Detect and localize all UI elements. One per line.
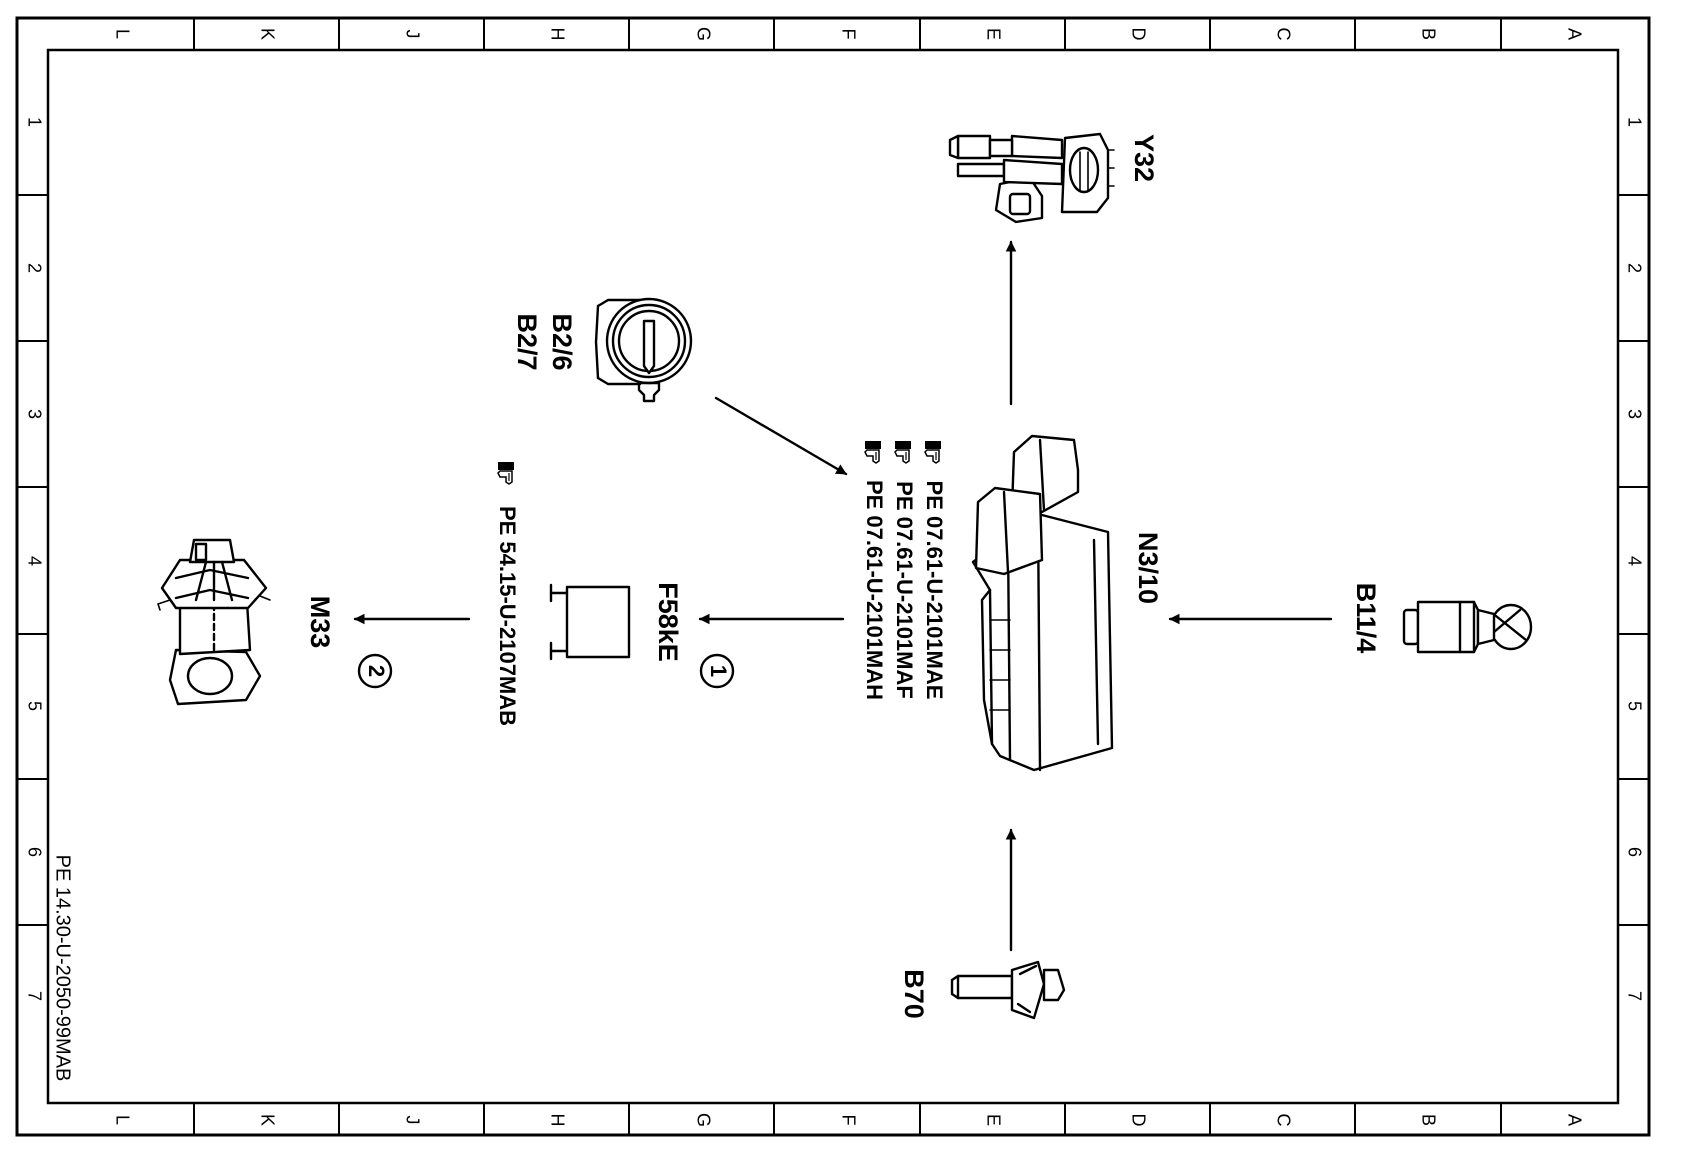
callout-1-label: 1 bbox=[706, 665, 731, 677]
col-label: B bbox=[1418, 1114, 1438, 1126]
b70-label: B70 bbox=[899, 969, 929, 1019]
air-pump-icon bbox=[157, 538, 271, 706]
n3-10-control-unit-component: N3/10 bbox=[971, 434, 1163, 772]
column-labels-bottom: L K J H G F E D C B A bbox=[112, 1113, 1584, 1127]
col-label: G bbox=[693, 1113, 713, 1127]
pointing-hand-icon bbox=[894, 440, 912, 464]
col-label: C bbox=[1273, 1114, 1293, 1127]
col-label: A bbox=[1564, 1114, 1584, 1126]
y32-icon bbox=[948, 132, 1115, 224]
border-grid-ticks bbox=[17, 18, 1649, 1135]
callout-2-circle bbox=[357, 653, 393, 689]
col-label: L bbox=[112, 29, 132, 39]
row-label: 2 bbox=[1624, 263, 1644, 273]
col-label: K bbox=[257, 28, 277, 40]
column-labels-top: L K J H G F E D C B A bbox=[112, 27, 1584, 41]
b2-6-label: B2/6 bbox=[547, 313, 577, 370]
m33-reference-text: PE 54.15-U-2107MAB bbox=[495, 506, 520, 726]
n3-10-reference-mae: PE 07.61-U-2101MAE bbox=[922, 481, 947, 700]
b2-sensor-icon bbox=[594, 297, 693, 403]
pointing-hand-icon bbox=[924, 440, 942, 464]
n3-10-label: N3/10 bbox=[1133, 532, 1163, 604]
row-label: 2 bbox=[24, 263, 44, 273]
b2-sensor-component: B2/6 B2/7 bbox=[512, 297, 693, 403]
signal-arrows bbox=[353, 240, 1333, 952]
b2-7-label: B2/7 bbox=[512, 313, 542, 370]
col-label: L bbox=[112, 1115, 132, 1125]
col-label: B bbox=[1418, 28, 1438, 40]
col-label: F bbox=[838, 1115, 858, 1126]
drawing-number: PE 14.30-U-2050-99MAB bbox=[52, 855, 74, 1082]
b11-4-sensor-icon bbox=[1402, 600, 1533, 654]
n3-10-references: PE 07.61-U-2101MAE PE 07.61-U-2101MAF PE… bbox=[862, 440, 947, 700]
f58ke-label: F58kE bbox=[653, 582, 683, 662]
b70-sensor-component: B70 bbox=[899, 960, 1066, 1020]
row-label: 1 bbox=[1624, 117, 1644, 127]
row-label: 3 bbox=[1624, 409, 1644, 419]
pointing-hand-icon bbox=[497, 461, 515, 485]
m33-pump-component: M33 2 bbox=[157, 538, 393, 706]
col-label: C bbox=[1273, 28, 1293, 41]
pointing-hand-icon bbox=[864, 440, 882, 464]
col-label: G bbox=[693, 27, 713, 41]
b70-sensor-icon bbox=[950, 960, 1066, 1020]
f58ke-relay-component: F58kE 1 bbox=[549, 582, 735, 689]
col-label: J bbox=[402, 30, 422, 39]
n3-10-reference-mah: PE 07.61-U-2101MAH bbox=[862, 480, 887, 700]
col-label: H bbox=[547, 28, 567, 41]
row-label: 7 bbox=[1624, 991, 1644, 1001]
callout-1-circle bbox=[699, 653, 735, 689]
col-label: D bbox=[1128, 28, 1148, 41]
m33-label: M33 bbox=[305, 596, 335, 649]
row-label: 1 bbox=[24, 117, 44, 127]
col-label: H bbox=[547, 1114, 567, 1127]
row-label: 3 bbox=[24, 409, 44, 419]
n3-10-reference-maf: PE 07.61-U-2101MAF bbox=[892, 481, 917, 699]
row-labels-left: 1 2 3 4 5 6 7 bbox=[24, 117, 44, 1001]
row-label: 5 bbox=[1624, 701, 1644, 711]
callout-2-label: 2 bbox=[364, 665, 389, 677]
m33-reference: PE 54.15-U-2107MAB bbox=[495, 461, 520, 726]
row-label: 6 bbox=[24, 847, 44, 857]
row-label: 6 bbox=[1624, 847, 1644, 857]
col-label: E bbox=[983, 1114, 1003, 1126]
drawing-frame bbox=[15, 16, 1651, 1137]
row-label: 7 bbox=[24, 991, 44, 1001]
b11-4-label: B11/4 bbox=[1351, 583, 1381, 654]
row-label: 5 bbox=[24, 701, 44, 711]
row-label: 4 bbox=[1624, 556, 1644, 566]
col-label: E bbox=[983, 28, 1003, 40]
row-label: 4 bbox=[24, 556, 44, 566]
y32-label: Y32 bbox=[1129, 134, 1159, 182]
relay-icon bbox=[549, 583, 631, 661]
b11-4-sensor-component: B11/4 bbox=[1351, 583, 1533, 654]
row-labels-right: 1 2 3 4 5 6 7 bbox=[1624, 117, 1644, 1001]
col-label: A bbox=[1564, 28, 1584, 40]
control-unit-icon bbox=[971, 434, 1114, 772]
col-label: J bbox=[402, 1116, 422, 1125]
col-label: D bbox=[1128, 1114, 1148, 1127]
col-label: F bbox=[838, 29, 858, 40]
y32-component: Y32 bbox=[948, 132, 1159, 224]
arrow-b2-to-n3-10 bbox=[714, 396, 848, 476]
col-label: K bbox=[257, 1114, 277, 1126]
